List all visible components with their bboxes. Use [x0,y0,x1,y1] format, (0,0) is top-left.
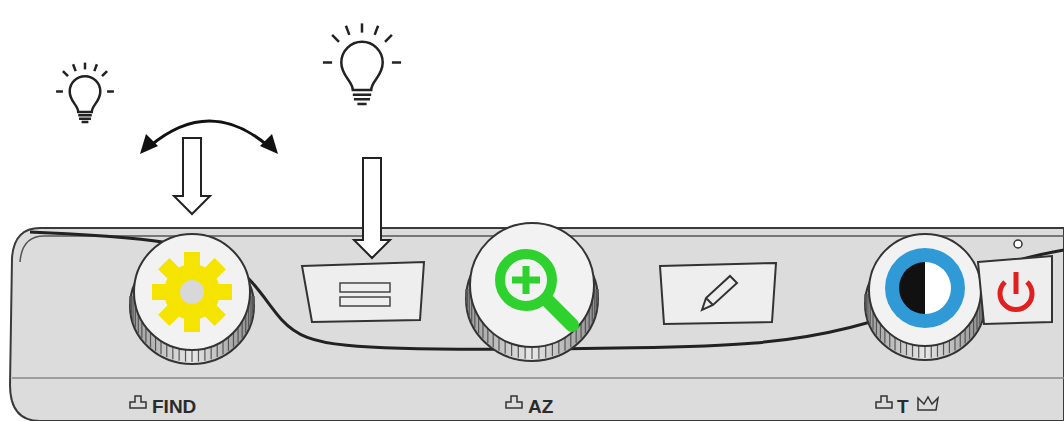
brightness-knob [130,234,254,364]
press-icon [876,396,892,408]
crown-icon [918,397,938,410]
press-icon [130,396,146,408]
control-label: AZ [528,397,553,416]
arrowhead [260,134,278,154]
press-arrow [174,138,210,214]
power-led [1014,240,1022,248]
press-icon [506,396,522,408]
rotate-arrow [150,121,268,146]
control-label: FIND [152,397,196,416]
press-arrow [354,158,390,258]
pencil-button [660,263,776,324]
arrowhead [140,134,158,154]
menu-button [302,262,424,322]
zoom-knob [466,223,598,361]
contrast-knob [865,234,985,360]
control-label: T [897,397,909,416]
power-button [978,256,1052,324]
small-bulb [56,63,114,123]
large-bulb [323,23,401,104]
housing-lower-edge [12,377,1064,379]
